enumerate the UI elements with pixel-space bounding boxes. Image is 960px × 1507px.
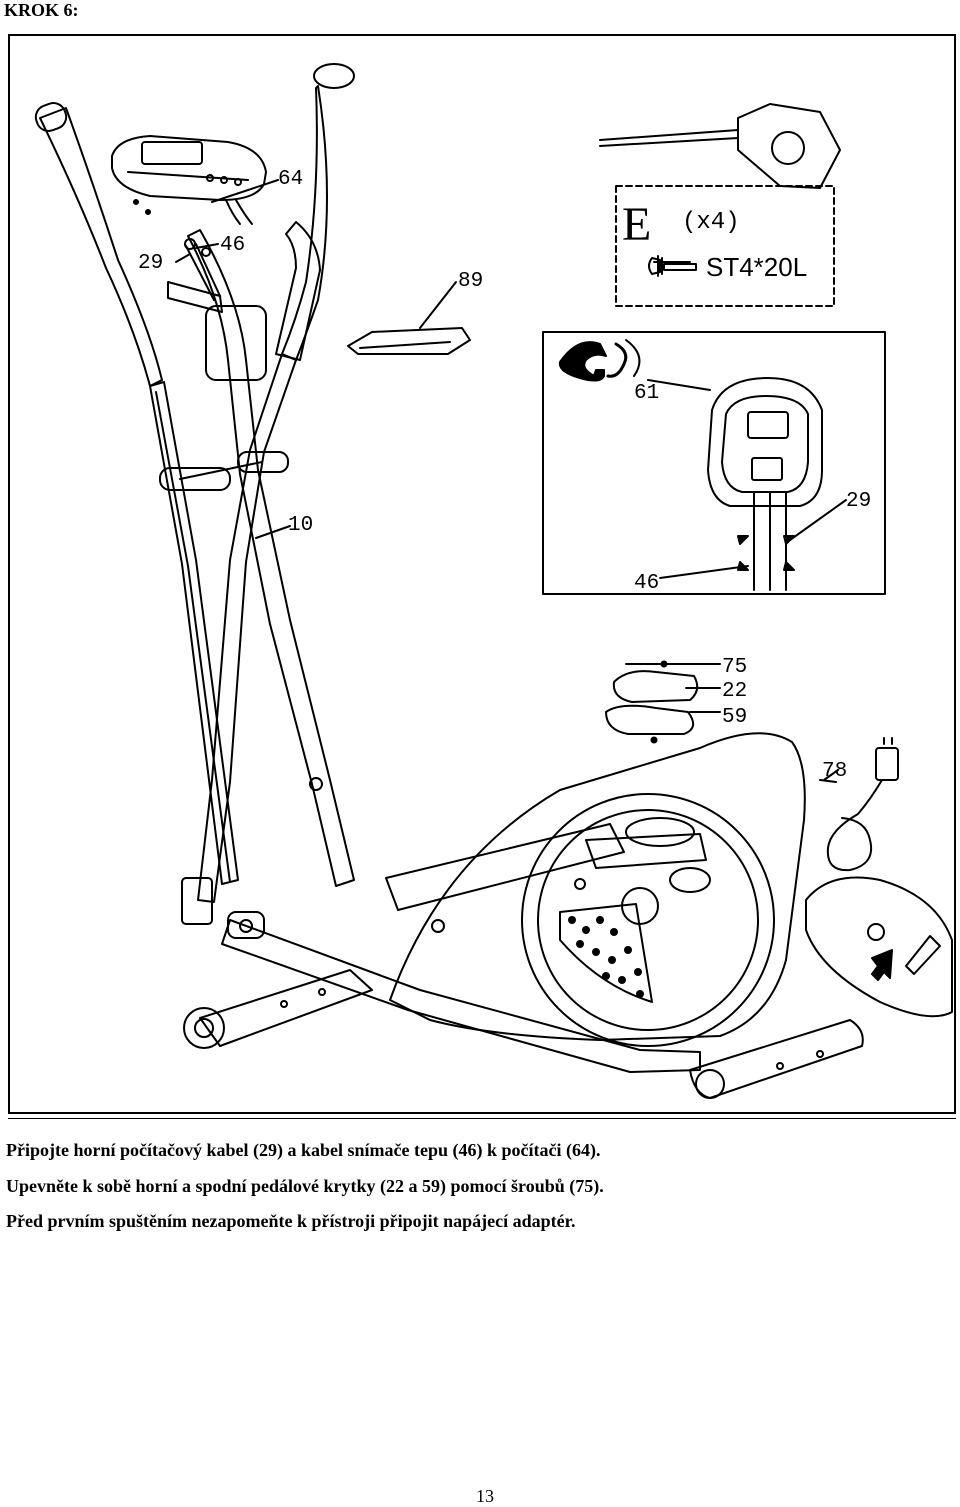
hardware-box (615, 185, 835, 307)
hardware-letter: E (622, 198, 651, 251)
instruction-line-3: Před prvním spuštěním nezapomeňte k přís… (6, 1211, 576, 1231)
instruction-line-1: Připojte horní počítačový kabel (29) a k… (6, 1140, 601, 1160)
pedal-covers (605, 660, 699, 744)
label-22: 22 (722, 680, 747, 703)
power-adapter (819, 737, 899, 872)
instruction-line-2: Upevněte k sobě horní a spodní pedálové … (6, 1176, 604, 1196)
separator (8, 1118, 956, 1119)
flywheel-housing (389, 732, 806, 1047)
label-46-detail: 46 (634, 572, 659, 595)
pivot-left (159, 467, 231, 491)
left-handlebar (34, 102, 239, 885)
label-10: 10 (288, 514, 313, 537)
step-title: KROK 6: (4, 0, 79, 20)
pedal-arm (385, 823, 707, 933)
part-89 (347, 327, 471, 355)
label-61: 61 (634, 382, 659, 405)
label-64: 64 (278, 168, 303, 191)
label-78: 78 (822, 760, 847, 783)
label-75: 75 (722, 656, 747, 679)
tool (599, 103, 841, 189)
right-handlebar (197, 63, 355, 903)
hardware-qty: (x4) (682, 209, 740, 236)
page-number: 13 (476, 1486, 494, 1506)
console-bracket (167, 238, 267, 381)
main-mast (187, 221, 355, 887)
console-back-detail (542, 331, 886, 595)
label-89: 89 (458, 270, 483, 293)
label-46: 46 (220, 234, 245, 257)
illustration-frame (8, 34, 956, 1114)
label-29: 29 (138, 252, 163, 275)
adapter-plug-detail (805, 876, 953, 1018)
label-29-detail: 29 (846, 490, 871, 513)
label-59: 59 (722, 706, 747, 729)
base-frame (181, 877, 864, 1099)
console (111, 135, 267, 225)
assembly-diagram: 64 46 29 89 10 61 29 46 75 22 59 78 E (x… (34, 63, 953, 1099)
phone-icon (558, 339, 641, 382)
hardware-spec: ST4*20L (706, 252, 807, 282)
